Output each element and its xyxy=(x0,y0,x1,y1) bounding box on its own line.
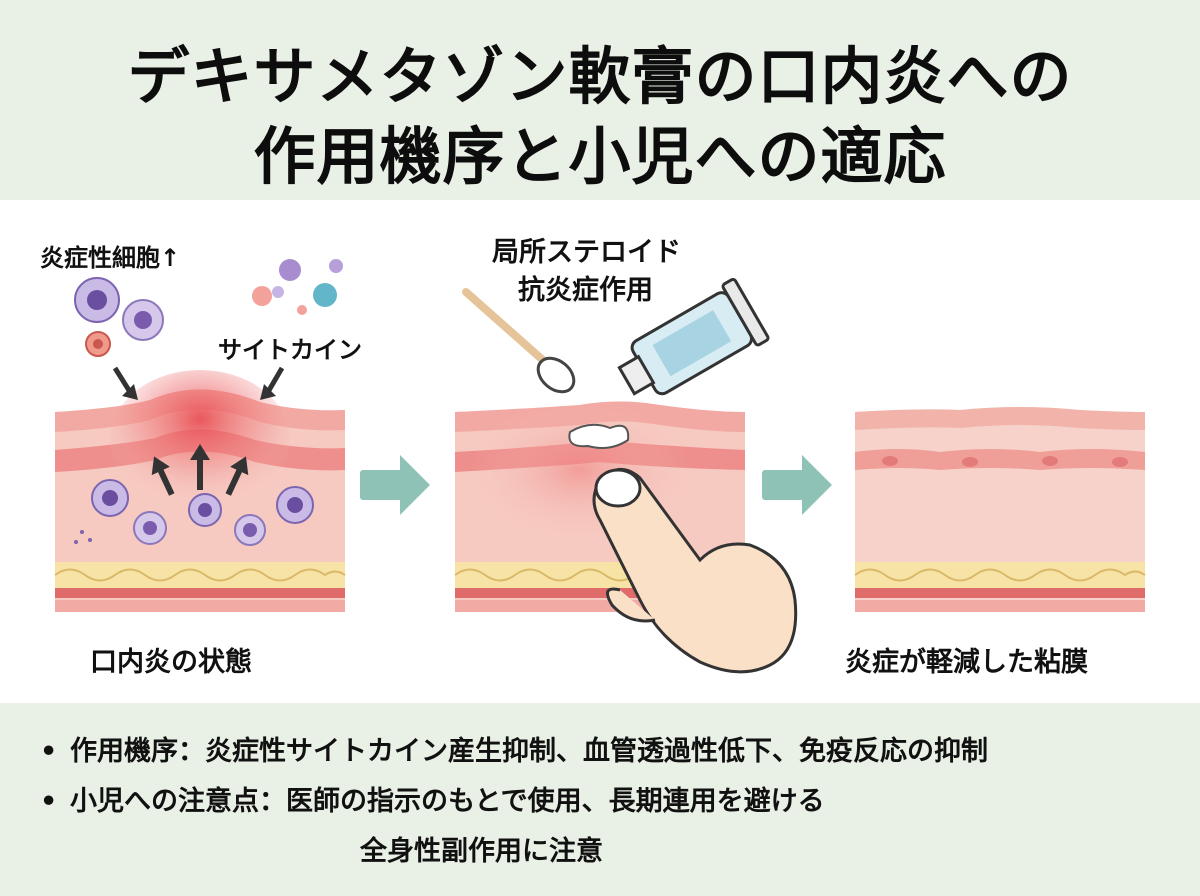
label-cytokine: サイトカイン xyxy=(218,336,362,364)
caption-ulcer-state: 口内炎の状態 xyxy=(90,647,252,678)
immune-cells xyxy=(74,479,314,546)
label-topical-steroid: 局所ステロイド xyxy=(492,237,681,268)
flow-arrow-1 xyxy=(360,455,430,515)
flow-arrow-2 xyxy=(762,455,832,515)
caption-healed-mucosa: 炎症が軽減した粘膜 xyxy=(845,647,1088,678)
cytokine-particles xyxy=(252,259,343,315)
panel-application xyxy=(454,277,798,674)
title-line-1: デキサメタゾン軟膏の口内炎への xyxy=(127,40,1073,113)
label-anti-inflammatory: 抗炎症作用 xyxy=(518,275,653,306)
bullet-systemic-effects: 全身性副作用に注意 xyxy=(360,836,603,867)
notes-panel: •作用機序：炎症性サイトカイン産生抑制、血管透過性低下、免疫反応の抑制 •小児へ… xyxy=(0,703,1200,896)
title-banner: デキサメタゾン軟膏の口内炎への 作用機序と小児への適応 xyxy=(0,0,1200,200)
bullet-mechanism: •作用機序：炎症性サイトカイン産生抑制、血管透過性低下、免疫反応の抑制 xyxy=(40,736,988,767)
panel-healed-mucosa xyxy=(854,407,1146,612)
title-line-2: 作用機序と小児への適応 xyxy=(253,120,947,193)
applying-finger xyxy=(592,468,798,674)
ointment-tube xyxy=(617,277,770,396)
cotton-swab xyxy=(462,288,576,394)
bullet-pediatric-caution: •小児への注意点：医師の指示のもとで使用、長期連用を避ける xyxy=(40,786,825,817)
panel-ulcer-tissue xyxy=(54,259,346,612)
label-inflammatory-cells: 炎症性細胞↑ xyxy=(40,244,181,272)
